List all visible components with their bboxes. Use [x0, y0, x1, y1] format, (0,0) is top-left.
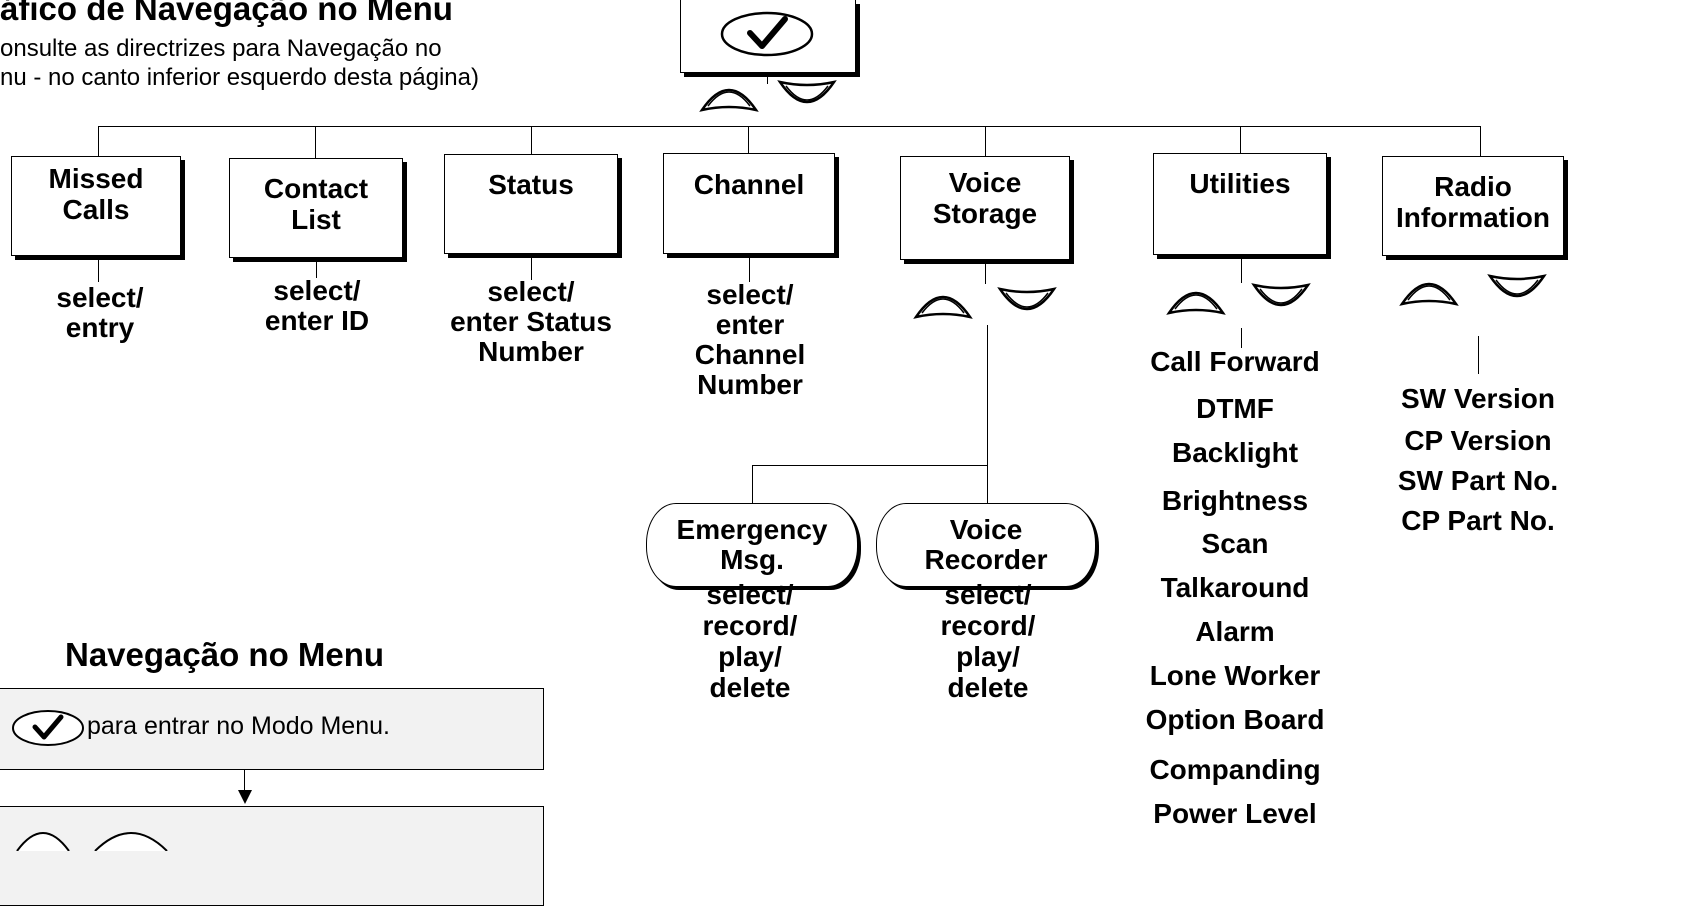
menu-label: List: [291, 204, 341, 235]
utilities-item: Brightness: [1161, 485, 1309, 516]
node-label: Msg.: [720, 544, 784, 575]
nav-step-1-text: para entrar no Modo Menu.: [87, 712, 390, 740]
up-arrow-button-icon[interactable]: [1398, 270, 1460, 310]
menu-utilities[interactable]: Utilities: [1153, 153, 1327, 255]
node-label: Voice: [949, 514, 1023, 545]
menu-label: Storage: [932, 198, 1038, 229]
menu-label: Calls: [62, 194, 130, 225]
down-arrow-button-icon[interactable]: [1250, 279, 1312, 319]
emergency-msg-action: select/record/play/delete: [702, 579, 798, 703]
nav-section-title: Navegação no Menu: [65, 636, 385, 673]
utilities-item: Companding: [1149, 754, 1321, 785]
down-arrow-button-icon[interactable]: [1486, 270, 1548, 310]
radio-info-item: CP Version: [1404, 425, 1552, 456]
node-label: Emergency: [676, 514, 828, 545]
node-label: Recorder: [924, 544, 1048, 575]
menu-label: Utilities: [1189, 168, 1291, 199]
utilities-item: DTMF: [1196, 393, 1274, 424]
menu-label: Channel: [693, 169, 805, 200]
voice-recorder-action: select/record/play/delete: [940, 579, 1036, 703]
menu-label: Contact: [263, 173, 369, 204]
utilities-item: Call Forward: [1150, 346, 1320, 377]
checkmark-ok-button-icon: [12, 710, 84, 746]
down-arrow-button-icon[interactable]: [996, 283, 1058, 323]
menu-label: Voice: [948, 167, 1022, 198]
up-arrow-button-icon[interactable]: [1165, 279, 1227, 319]
note-line-2: nu - no canto inferior esquerdo desta pá…: [0, 64, 479, 91]
menu-status[interactable]: Status: [444, 154, 618, 254]
contact-list-action: select/enter ID: [264, 275, 370, 336]
utilities-item: Talkaround: [1160, 572, 1310, 603]
checkmark-ok-button-icon[interactable]: [717, 8, 817, 60]
chart-title: áfico de Navegação no Menu: [0, 0, 453, 27]
down-arrow-button-icon: [94, 832, 168, 851]
up-arrow-button-icon[interactable]: [912, 283, 974, 323]
utilities-item: Alarm: [1195, 616, 1275, 647]
radio-info-item: CP Part No.: [1401, 505, 1555, 536]
radio-info-item: SW Part No.: [1397, 465, 1559, 496]
utilities-item: Power Level: [1153, 798, 1317, 829]
missed-calls-action: select/entry: [56, 282, 144, 343]
up-arrow-button-icon[interactable]: [698, 76, 760, 116]
utilities-item: Option Board: [1145, 704, 1325, 735]
menu-label: Missed: [48, 163, 144, 194]
menu-label: Radio: [1434, 171, 1512, 202]
menu-channel[interactable]: Channel: [663, 153, 835, 254]
nav-step-1: para entrar no Modo Menu.: [0, 688, 544, 770]
note-line-1: onsulte as directrizes para Navegação no: [0, 35, 442, 62]
root-box: [680, 0, 856, 73]
utilities-item: Backlight: [1171, 437, 1299, 468]
utilities-item: Scan: [1201, 528, 1269, 559]
down-arrow-button-icon[interactable]: [776, 76, 838, 116]
arrow-down-icon: [238, 790, 252, 804]
menu-label: Status: [488, 169, 574, 200]
up-arrow-button-icon: [16, 832, 70, 851]
utilities-item: Lone Worker: [1149, 660, 1321, 691]
nav-step-2: [0, 806, 544, 906]
radio-info-item: SW Version: [1400, 383, 1556, 414]
menu-label: Information: [1396, 202, 1550, 233]
